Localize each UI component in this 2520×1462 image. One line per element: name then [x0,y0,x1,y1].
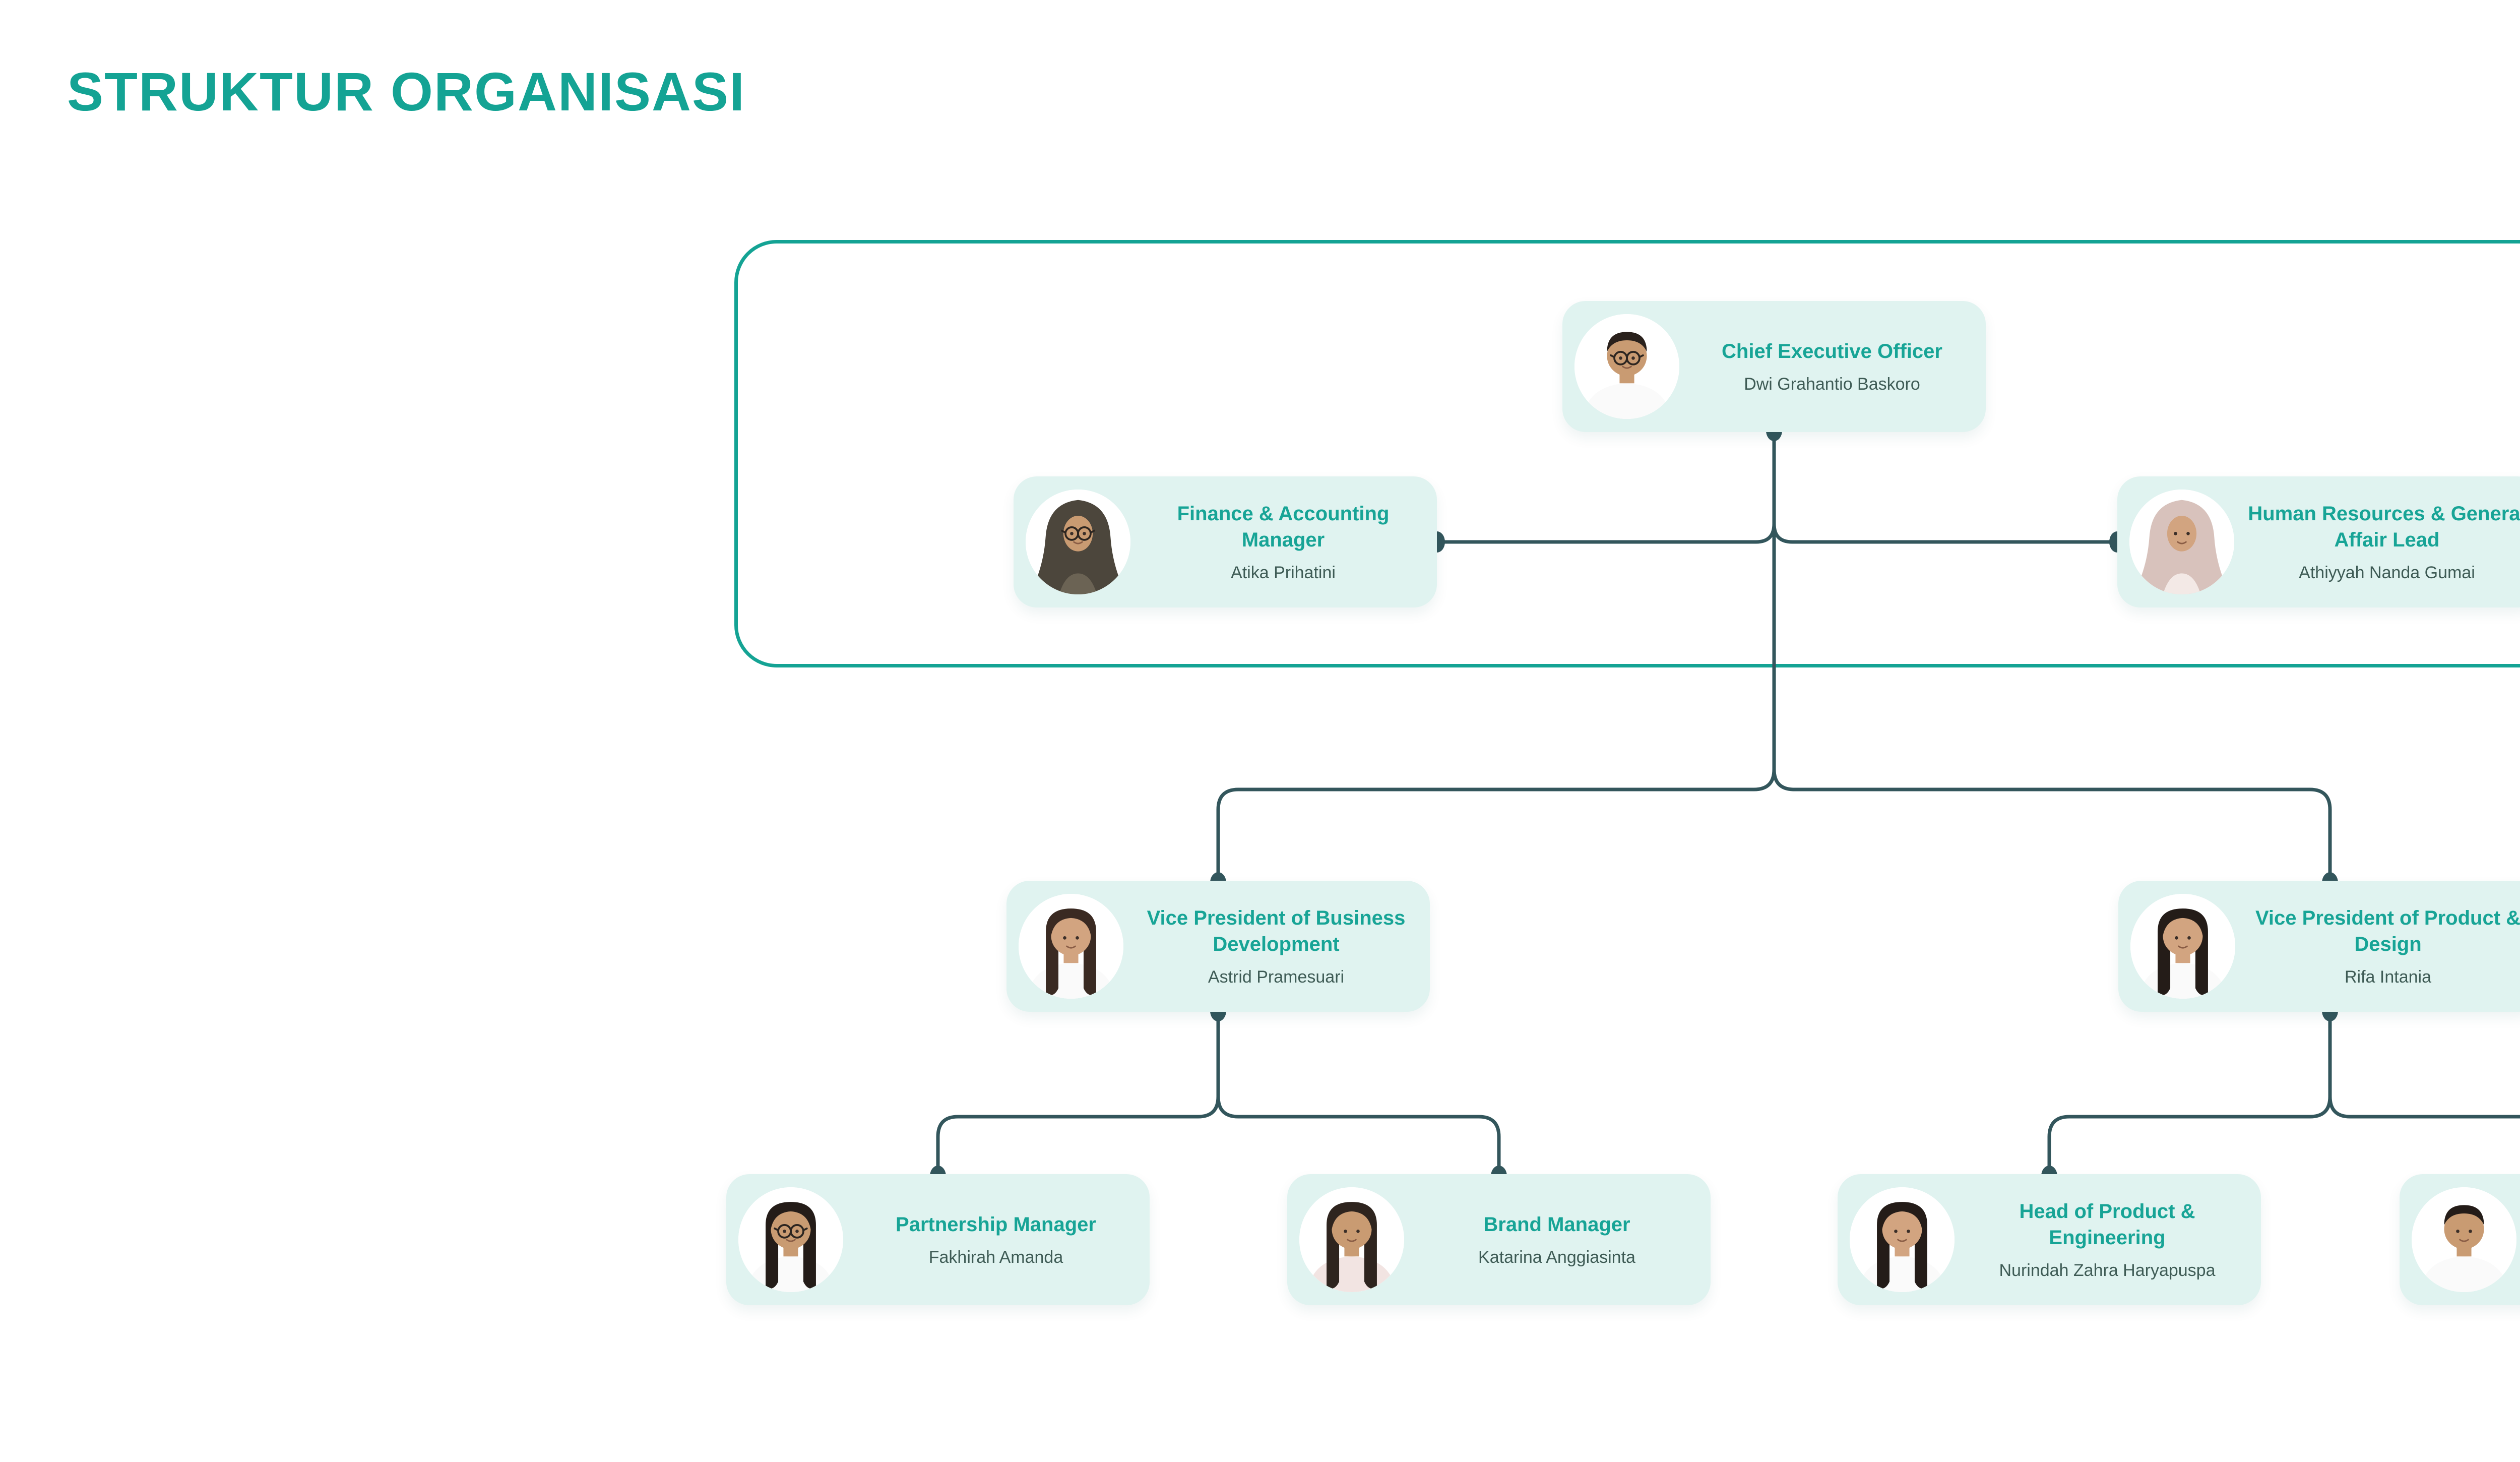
org-card-finance-accounting-manager: Finance & Accounting Manager Atika Priha… [1014,476,1437,607]
role-title: Head of Product & Engineering [2019,1200,2195,1249]
org-card-head-content-curriculum: Head of Content & Curriculum Gerry Sevtr… [2400,1174,2520,1305]
org-card-head-product-engineering: Head of Product & Engineering Nurindah Z… [1838,1174,2261,1305]
executive-group-outline [734,240,2520,667]
card-text: Vice President of Product & Design Rifa … [2239,881,2520,1012]
card-text: Brand Manager Katarina Anggiasinta [1408,1174,1706,1305]
page-title: STRUKTUR ORGANISASI [67,61,746,122]
avatar [2130,894,2235,999]
card-text: Chief Executive Officer Dwi Grahantio Ba… [1683,301,1981,432]
role-title: Brand Manager [1483,1213,1630,1236]
avatar [1574,314,1679,419]
org-card-vp-product-design: Vice President of Product & Design Rifa … [2118,881,2520,1012]
org-card-partnership-manager: Partnership Manager Fakhirah Amanda [726,1174,1150,1305]
person-name: Dwi Grahantio Baskoro [1744,375,1920,394]
person-name: Nurindah Zahra Haryapuspa [1999,1261,2216,1281]
org-card-hr-general-affair-lead: Human Resources & General Affair Lead At… [2117,476,2520,607]
org-card-brand-manager: Brand Manager Katarina Anggiasinta [1287,1174,1711,1305]
person-name: Katarina Anggiasinta [1478,1248,1635,1267]
person-name: Astrid Pramesuari [1208,967,1345,987]
avatar [1019,894,1123,999]
role-title: Vice President of Product & Design [2255,907,2520,956]
avatar [2412,1187,2516,1292]
person-name: Fakhirah Amanda [928,1248,1063,1267]
person-name: Rifa Intania [2345,967,2431,987]
role-title: Finance & Accounting Manager [1177,503,1390,552]
role-title: Partnership Manager [896,1213,1096,1236]
avatar [738,1187,843,1292]
org-card-ceo: Chief Executive Officer Dwi Grahantio Ba… [1562,301,1986,432]
card-text: Head of Product & Engineering Nurindah Z… [1959,1174,2256,1305]
card-text: Partnership Manager Fakhirah Amanda [847,1174,1145,1305]
role-title: Vice President of Business Development [1147,907,1406,956]
role-title: Human Resources & General Affair Lead [2248,503,2520,552]
avatar [1850,1187,1955,1292]
person-name: Athiyyah Nanda Gumai [2299,563,2475,583]
card-text: Finance & Accounting Manager Atika Priha… [1135,476,1432,607]
card-text: Vice President of Business Development A… [1127,881,1425,1012]
card-text: Human Resources & General Affair Lead At… [2238,476,2520,607]
role-title: Chief Executive Officer [1722,340,1942,363]
org-card-vp-business-development: Vice President of Business Development A… [1006,881,1430,1012]
avatar [1026,490,1130,594]
avatar [2129,490,2234,594]
person-name: Atika Prihatini [1231,563,1336,583]
avatar [1299,1187,1404,1292]
